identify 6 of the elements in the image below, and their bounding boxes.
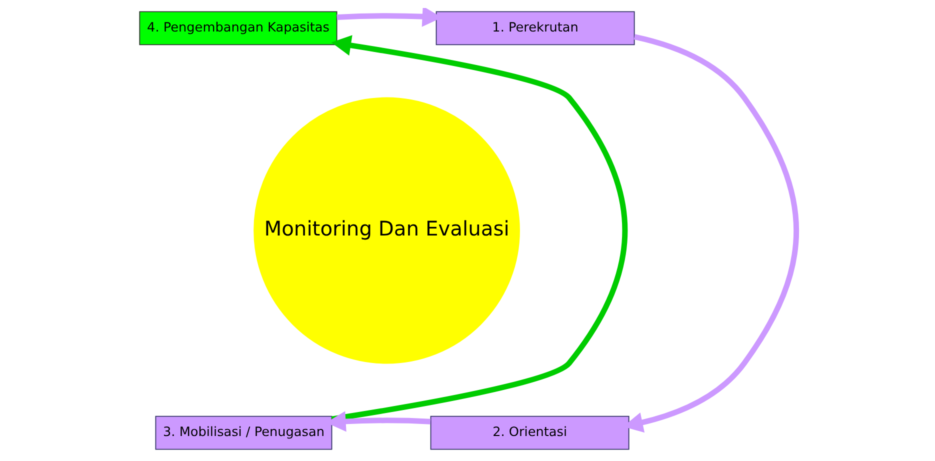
- node-box: 4. Pengembangan Kapasitas: [138, 11, 337, 46]
- node-box: 3. Mobilisasi / Penugasan: [154, 416, 332, 450]
- arrow: [330, 35, 627, 422]
- node-box: 1. Perekrutan: [435, 11, 634, 46]
- node-circle: Monitoring Dan Evaluasi: [253, 97, 520, 364]
- node-box: 2. Orientasi: [430, 416, 629, 450]
